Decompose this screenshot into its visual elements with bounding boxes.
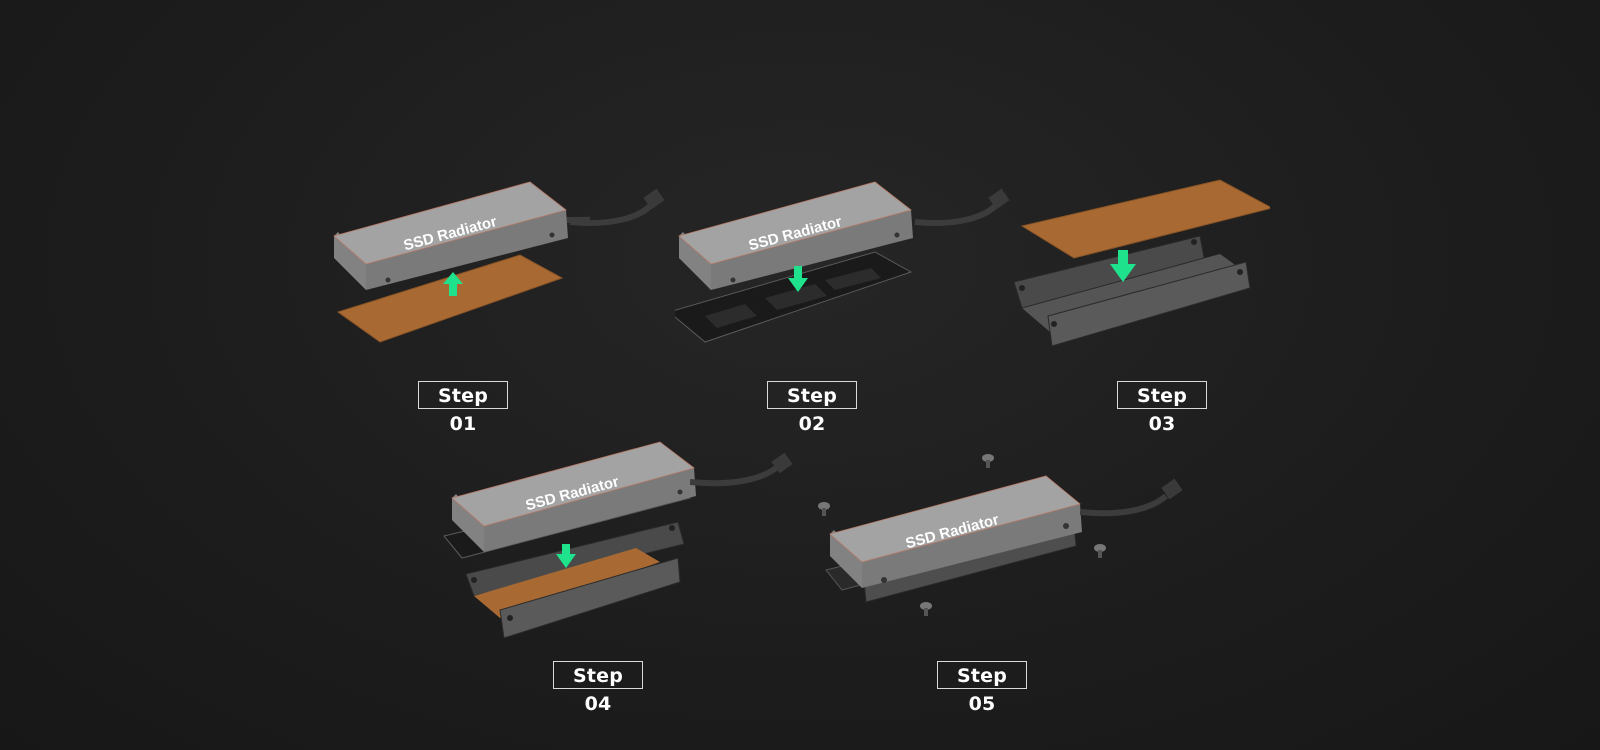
bracket-front (499, 557, 681, 639)
step-label-03: Step 03 (1117, 381, 1207, 435)
thermal-pad (336, 254, 564, 343)
step-label-02: Step 02 (767, 381, 857, 435)
arrow-up-icon (443, 272, 463, 296)
connector-plug-icon (569, 188, 665, 227)
radiator-top (451, 441, 695, 527)
screw-icon (818, 502, 830, 516)
arrow-down-icon (788, 266, 808, 292)
screw-icon (920, 602, 932, 616)
step-04-illustration: SSD Radiator (443, 441, 696, 639)
step-label-04: Step 04 (553, 661, 643, 715)
connector-plug-icon (1080, 478, 1183, 517)
step-label-01: Step 01 (418, 381, 508, 435)
radiator-top (678, 181, 912, 265)
step-05-illustration: SSD Radiator (818, 454, 1106, 616)
screw-icon (982, 454, 994, 468)
step-03-illustration (1013, 179, 1270, 347)
bracket-front (1047, 261, 1251, 347)
radiator-top (333, 181, 567, 265)
step-02-illustration: SSD Radiator (675, 181, 913, 343)
radiator-front (334, 232, 366, 290)
step-01-illustration: SSD Radiator (333, 181, 590, 343)
connector-plug-icon (690, 452, 793, 487)
arrow-down-icon (556, 544, 576, 568)
thermal-pad (1020, 179, 1270, 259)
radiator-top (829, 475, 1081, 563)
step-label-05: Step 05 (937, 661, 1027, 715)
bracket-back (465, 521, 685, 597)
connector-plug-icon (914, 188, 1010, 227)
thermal-pad (474, 548, 660, 618)
screw-icon (1094, 544, 1106, 558)
arrow-down-icon (1110, 250, 1136, 282)
